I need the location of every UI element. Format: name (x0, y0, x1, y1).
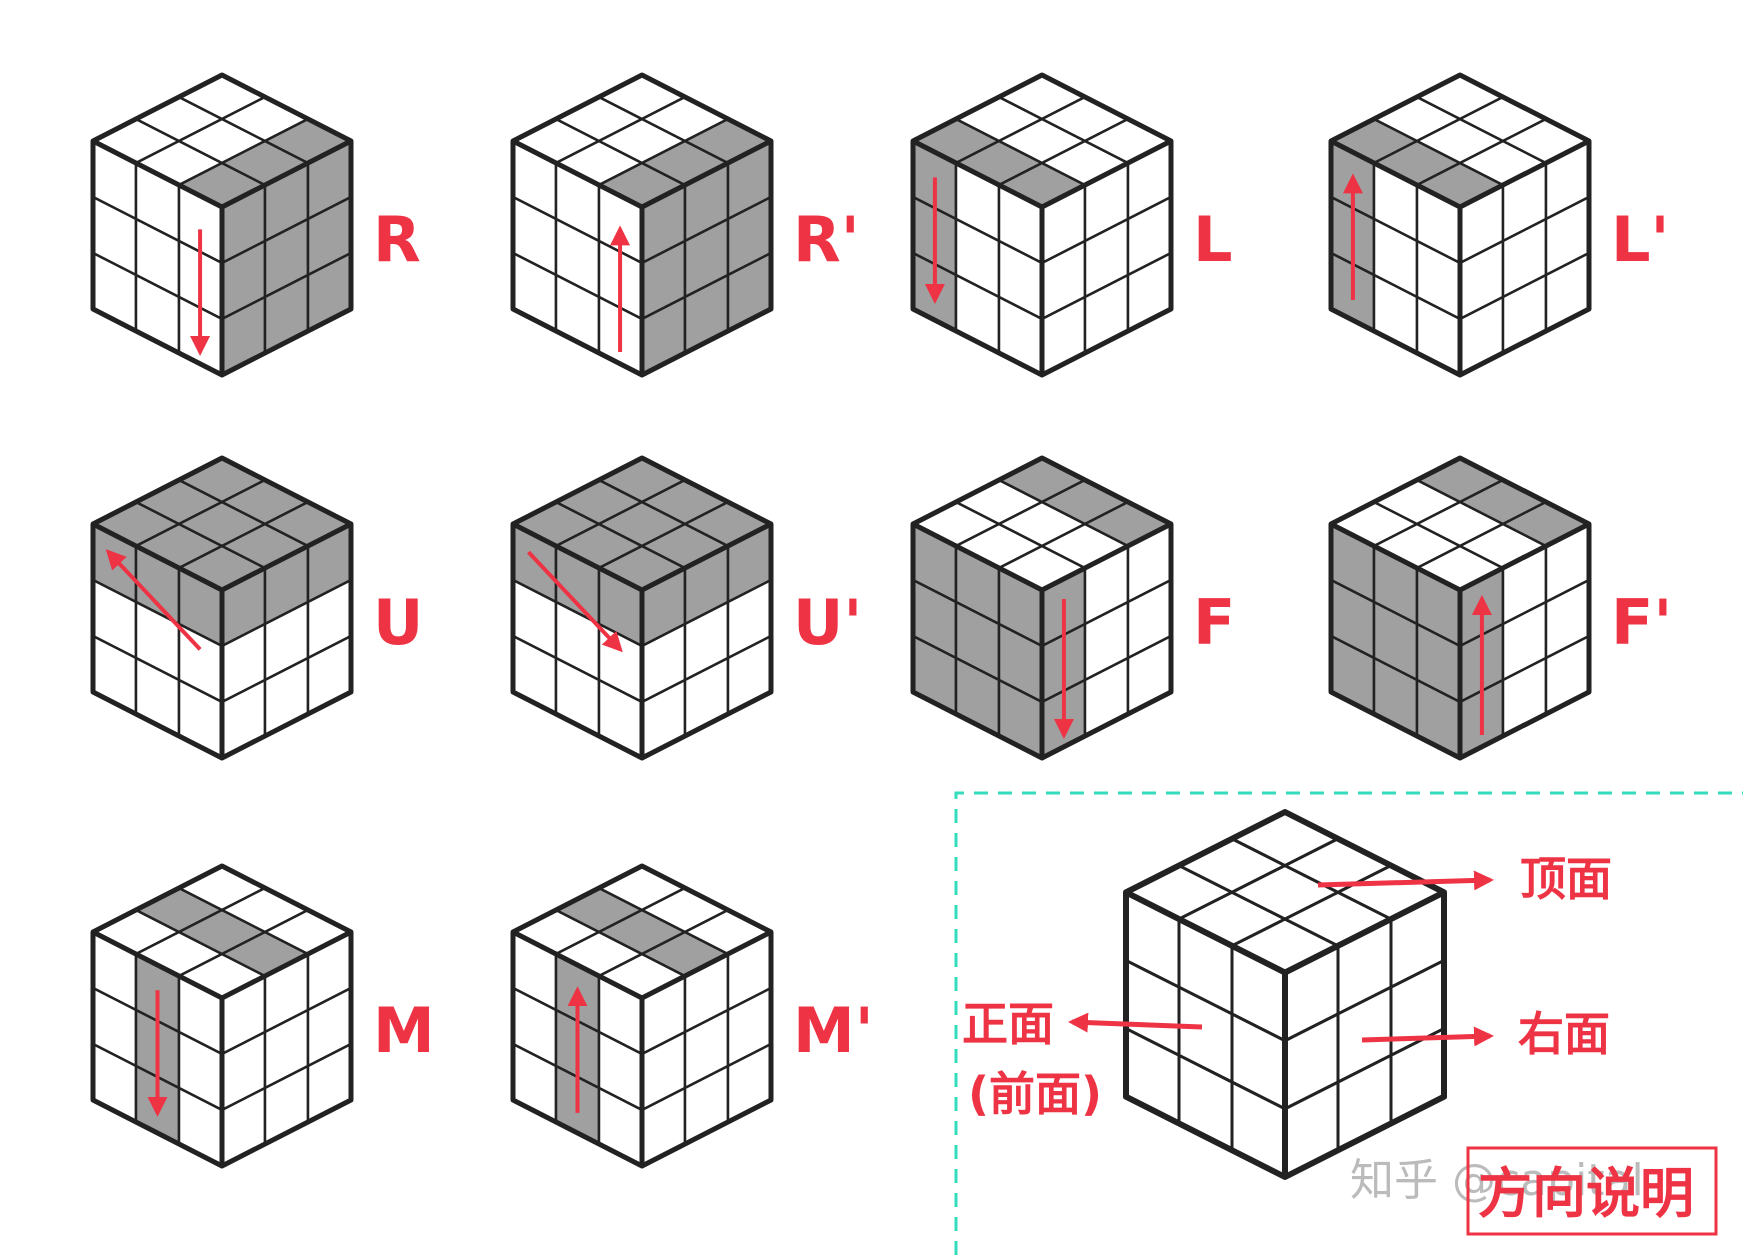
move-label-F: F (1193, 586, 1235, 659)
move-cube-L: L (910, 72, 1233, 378)
move-direction-arrow (527, 550, 623, 653)
move-label-Fp: F' (1611, 586, 1672, 659)
orientation-legend: 顶面 右面 正面 (前面) 知乎 @capital 方向说明 (954, 791, 1743, 1255)
move-label-Up: U' (793, 586, 862, 659)
right-face-label: 右面 (1518, 1007, 1610, 1061)
legend-title-box (1466, 1146, 1718, 1236)
move-cube-M: M (90, 863, 435, 1169)
move-cube-F: F (910, 455, 1235, 761)
move-label-M: M (373, 994, 435, 1067)
move-cube-Up: U' (510, 455, 862, 761)
move-cubes: R R' L L' U U' F F' M M' (90, 72, 1672, 1169)
watermark: 知乎 @capital (1350, 1155, 1644, 1206)
move-cube-R: R (90, 72, 421, 378)
move-cube-Rp: R' (510, 72, 860, 378)
move-cube-Fp: F' (1328, 455, 1672, 761)
front-face-label: 正面 (962, 997, 1054, 1051)
legend-dashed-border (954, 791, 1743, 1255)
move-cube-U: U (90, 455, 423, 761)
move-label-Lp: L' (1611, 203, 1670, 276)
move-label-R: R (373, 203, 421, 276)
move-label-Rp: R' (793, 203, 860, 276)
legend-cube (1123, 809, 1447, 1180)
legend-title: 方向说明 (1478, 1162, 1694, 1225)
move-label-L: L (1193, 203, 1233, 276)
front-face-label-paren: (前面) (968, 1067, 1102, 1121)
move-direction-arrow (105, 549, 202, 651)
front-face-arrow (1068, 1012, 1203, 1033)
top-face-label: 顶面 (1520, 852, 1612, 906)
move-cube-Mp: M' (510, 863, 874, 1169)
move-cube-Lp: L' (1328, 72, 1670, 378)
move-label-U: U (373, 586, 423, 659)
move-label-Mp: M' (793, 994, 874, 1067)
right-face-arrow (1361, 1026, 1494, 1047)
top-face-arrow (1317, 870, 1494, 891)
